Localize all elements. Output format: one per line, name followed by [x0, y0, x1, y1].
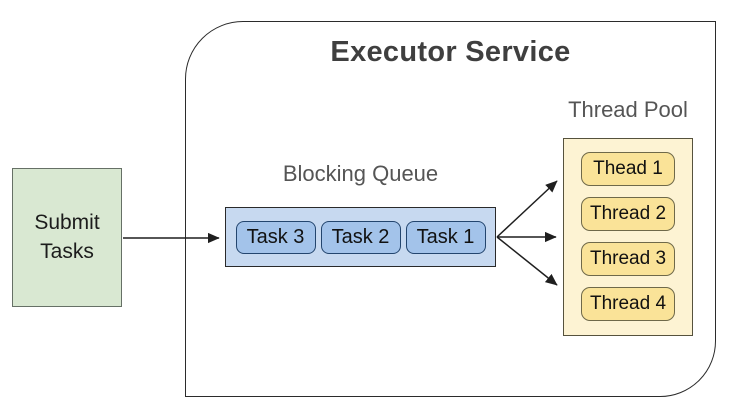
task-2-label: Task 2 — [331, 225, 390, 248]
task-box-3: Task 3 — [235, 220, 316, 254]
task-box-1: Task 1 — [405, 220, 486, 254]
thread-3-label: Thread 3 — [589, 248, 667, 269]
thread-pool-label: Thread Pool — [568, 97, 688, 122]
thread-4-label: Thread 4 — [589, 293, 667, 314]
thread-box-3: Thread 3 — [581, 242, 675, 276]
blocking-queue-label: Blocking Queue — [282, 161, 439, 186]
blocking-queue-container: Task 3 Task 2 Task 1 — [225, 207, 496, 267]
submit-tasks-box: Submit Tasks — [12, 168, 122, 307]
submit-tasks-label: Submit Tasks — [34, 211, 100, 263]
thread-pool-container: Thead 1 Thread 2 Thread 3 Thread 4 — [563, 138, 693, 336]
thread-box-1: Thead 1 — [581, 152, 675, 186]
thread-box-2: Thread 2 — [581, 197, 675, 231]
thread-1-label: Thead 1 — [593, 158, 663, 179]
task-box-2: Task 2 — [320, 220, 401, 254]
diagram-title: Executor Service — [330, 36, 571, 68]
executor-service-container — [185, 21, 716, 397]
task-1-label: Task 1 — [416, 225, 475, 248]
thread-2-label: Thread 2 — [589, 203, 667, 224]
task-3-label: Task 3 — [246, 225, 305, 248]
thread-box-4: Thread 4 — [581, 287, 675, 321]
